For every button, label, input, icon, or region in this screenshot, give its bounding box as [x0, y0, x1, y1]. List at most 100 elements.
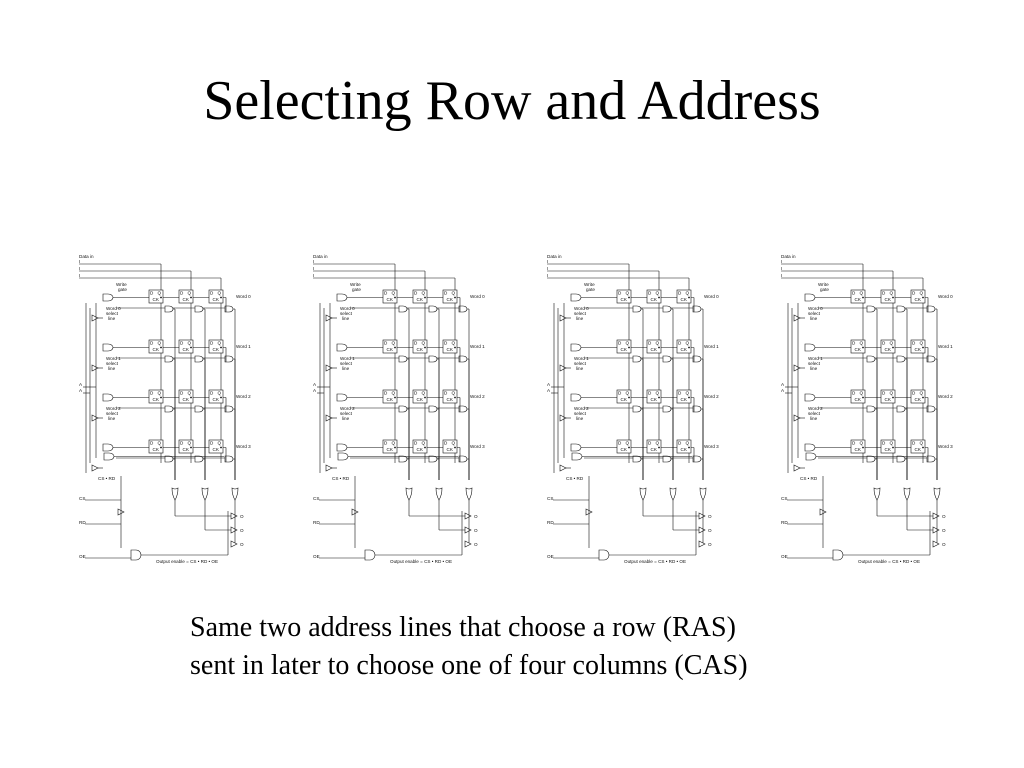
read-and-gate [428, 305, 438, 313]
junction [892, 396, 894, 399]
output-or-gate [405, 487, 413, 501]
read-and-gate [632, 405, 642, 413]
pin-q-label: Q [188, 291, 192, 296]
flip-flop-box [412, 339, 428, 354]
flip-flop-box [616, 289, 632, 304]
pin-ck-label: CK [885, 347, 892, 352]
output-label: O [474, 528, 478, 533]
pin-d-label: D [444, 291, 448, 296]
select-line-label: line [108, 316, 116, 321]
caption-line-1: Same two address lines that choose a row… [190, 612, 736, 643]
select-and-gate [102, 343, 114, 352]
pin-d-label: D [852, 441, 856, 446]
junction [190, 446, 192, 449]
read-and-gate [896, 455, 906, 463]
select-line-label: Word 2 [340, 406, 355, 411]
output-enable-label: Output enable = CS • RD • OE [624, 559, 686, 564]
pin-q-label: Q [626, 291, 630, 296]
select-and-gate [336, 443, 348, 452]
select-and-gate [336, 343, 348, 352]
junction [454, 396, 456, 399]
pin-ck-label: CK [447, 397, 454, 402]
read-and-gate [866, 355, 876, 363]
address-buffer [793, 414, 801, 422]
pin-d-label: D [882, 391, 886, 396]
junction [424, 446, 426, 449]
pin-ck-label: CK [885, 297, 892, 302]
flip-flop-box [442, 339, 458, 354]
pin-d-label: D [618, 391, 622, 396]
read-and-gate [632, 355, 642, 363]
flip-flop-box [178, 439, 194, 454]
pin-q-label: Q [890, 441, 894, 446]
junction [160, 296, 162, 299]
pin-ck-label: CK [855, 397, 862, 402]
flip-flop-box [880, 339, 896, 354]
pin-q-label: Q [920, 291, 924, 296]
address-a0-label: A [79, 388, 83, 393]
pin-d-label: D [384, 341, 388, 346]
flip-flop-box [382, 439, 398, 454]
pin-d-label: D [648, 341, 652, 346]
output-label: O [942, 514, 946, 519]
pin-ck-label: CK [387, 397, 394, 402]
data-in-label: Data in [547, 254, 562, 259]
word-label: Word 1 [236, 344, 251, 349]
data-in-label: Data in [313, 254, 328, 259]
cs-rd-gate [337, 452, 349, 461]
flip-flop-box [850, 389, 866, 404]
pin-d-label: D [150, 291, 154, 296]
word-label: Word 2 [938, 394, 953, 399]
input-label: I [547, 259, 548, 264]
junction [922, 346, 924, 349]
select-and-gate [804, 443, 816, 452]
cs-rd-label: CS • RD [332, 476, 350, 481]
pin-ck-label: CK [447, 447, 454, 452]
write-gate-label: Write [584, 282, 595, 287]
select-line-label: Word 0 [808, 306, 823, 311]
read-and-gate [896, 305, 906, 313]
junction [862, 446, 864, 449]
pin-d-label: D [678, 341, 682, 346]
junction [628, 296, 630, 299]
select-and-gate [570, 343, 582, 352]
select-line-label: select [574, 361, 587, 366]
word-label: Word 2 [704, 394, 719, 399]
pin-ck-label: CK [387, 297, 394, 302]
output-buffer [464, 512, 472, 520]
flip-flop-box [382, 339, 398, 354]
output-label: O [708, 528, 712, 533]
address-a0-label: A [313, 388, 317, 393]
cs-rd-gate [103, 452, 115, 461]
input-label: I [79, 259, 80, 264]
junction [220, 446, 222, 449]
output-buffer [230, 540, 238, 548]
write-gate-label: Write [116, 282, 127, 287]
pin-ck-label: CK [885, 397, 892, 402]
junction [862, 346, 864, 349]
read-and-gate [224, 305, 234, 313]
input-label: I [79, 273, 80, 278]
pin-q-label: Q [158, 441, 162, 446]
read-and-gate [458, 455, 468, 463]
read-and-gate [398, 405, 408, 413]
flip-flop-box [646, 289, 662, 304]
address-a0-label: A [781, 388, 785, 393]
select-line-label: Word 2 [808, 406, 823, 411]
output-buffer [464, 540, 472, 548]
pin-d-label: D [384, 441, 388, 446]
read-and-gate [692, 455, 702, 463]
junction [892, 296, 894, 299]
junction [922, 396, 924, 399]
